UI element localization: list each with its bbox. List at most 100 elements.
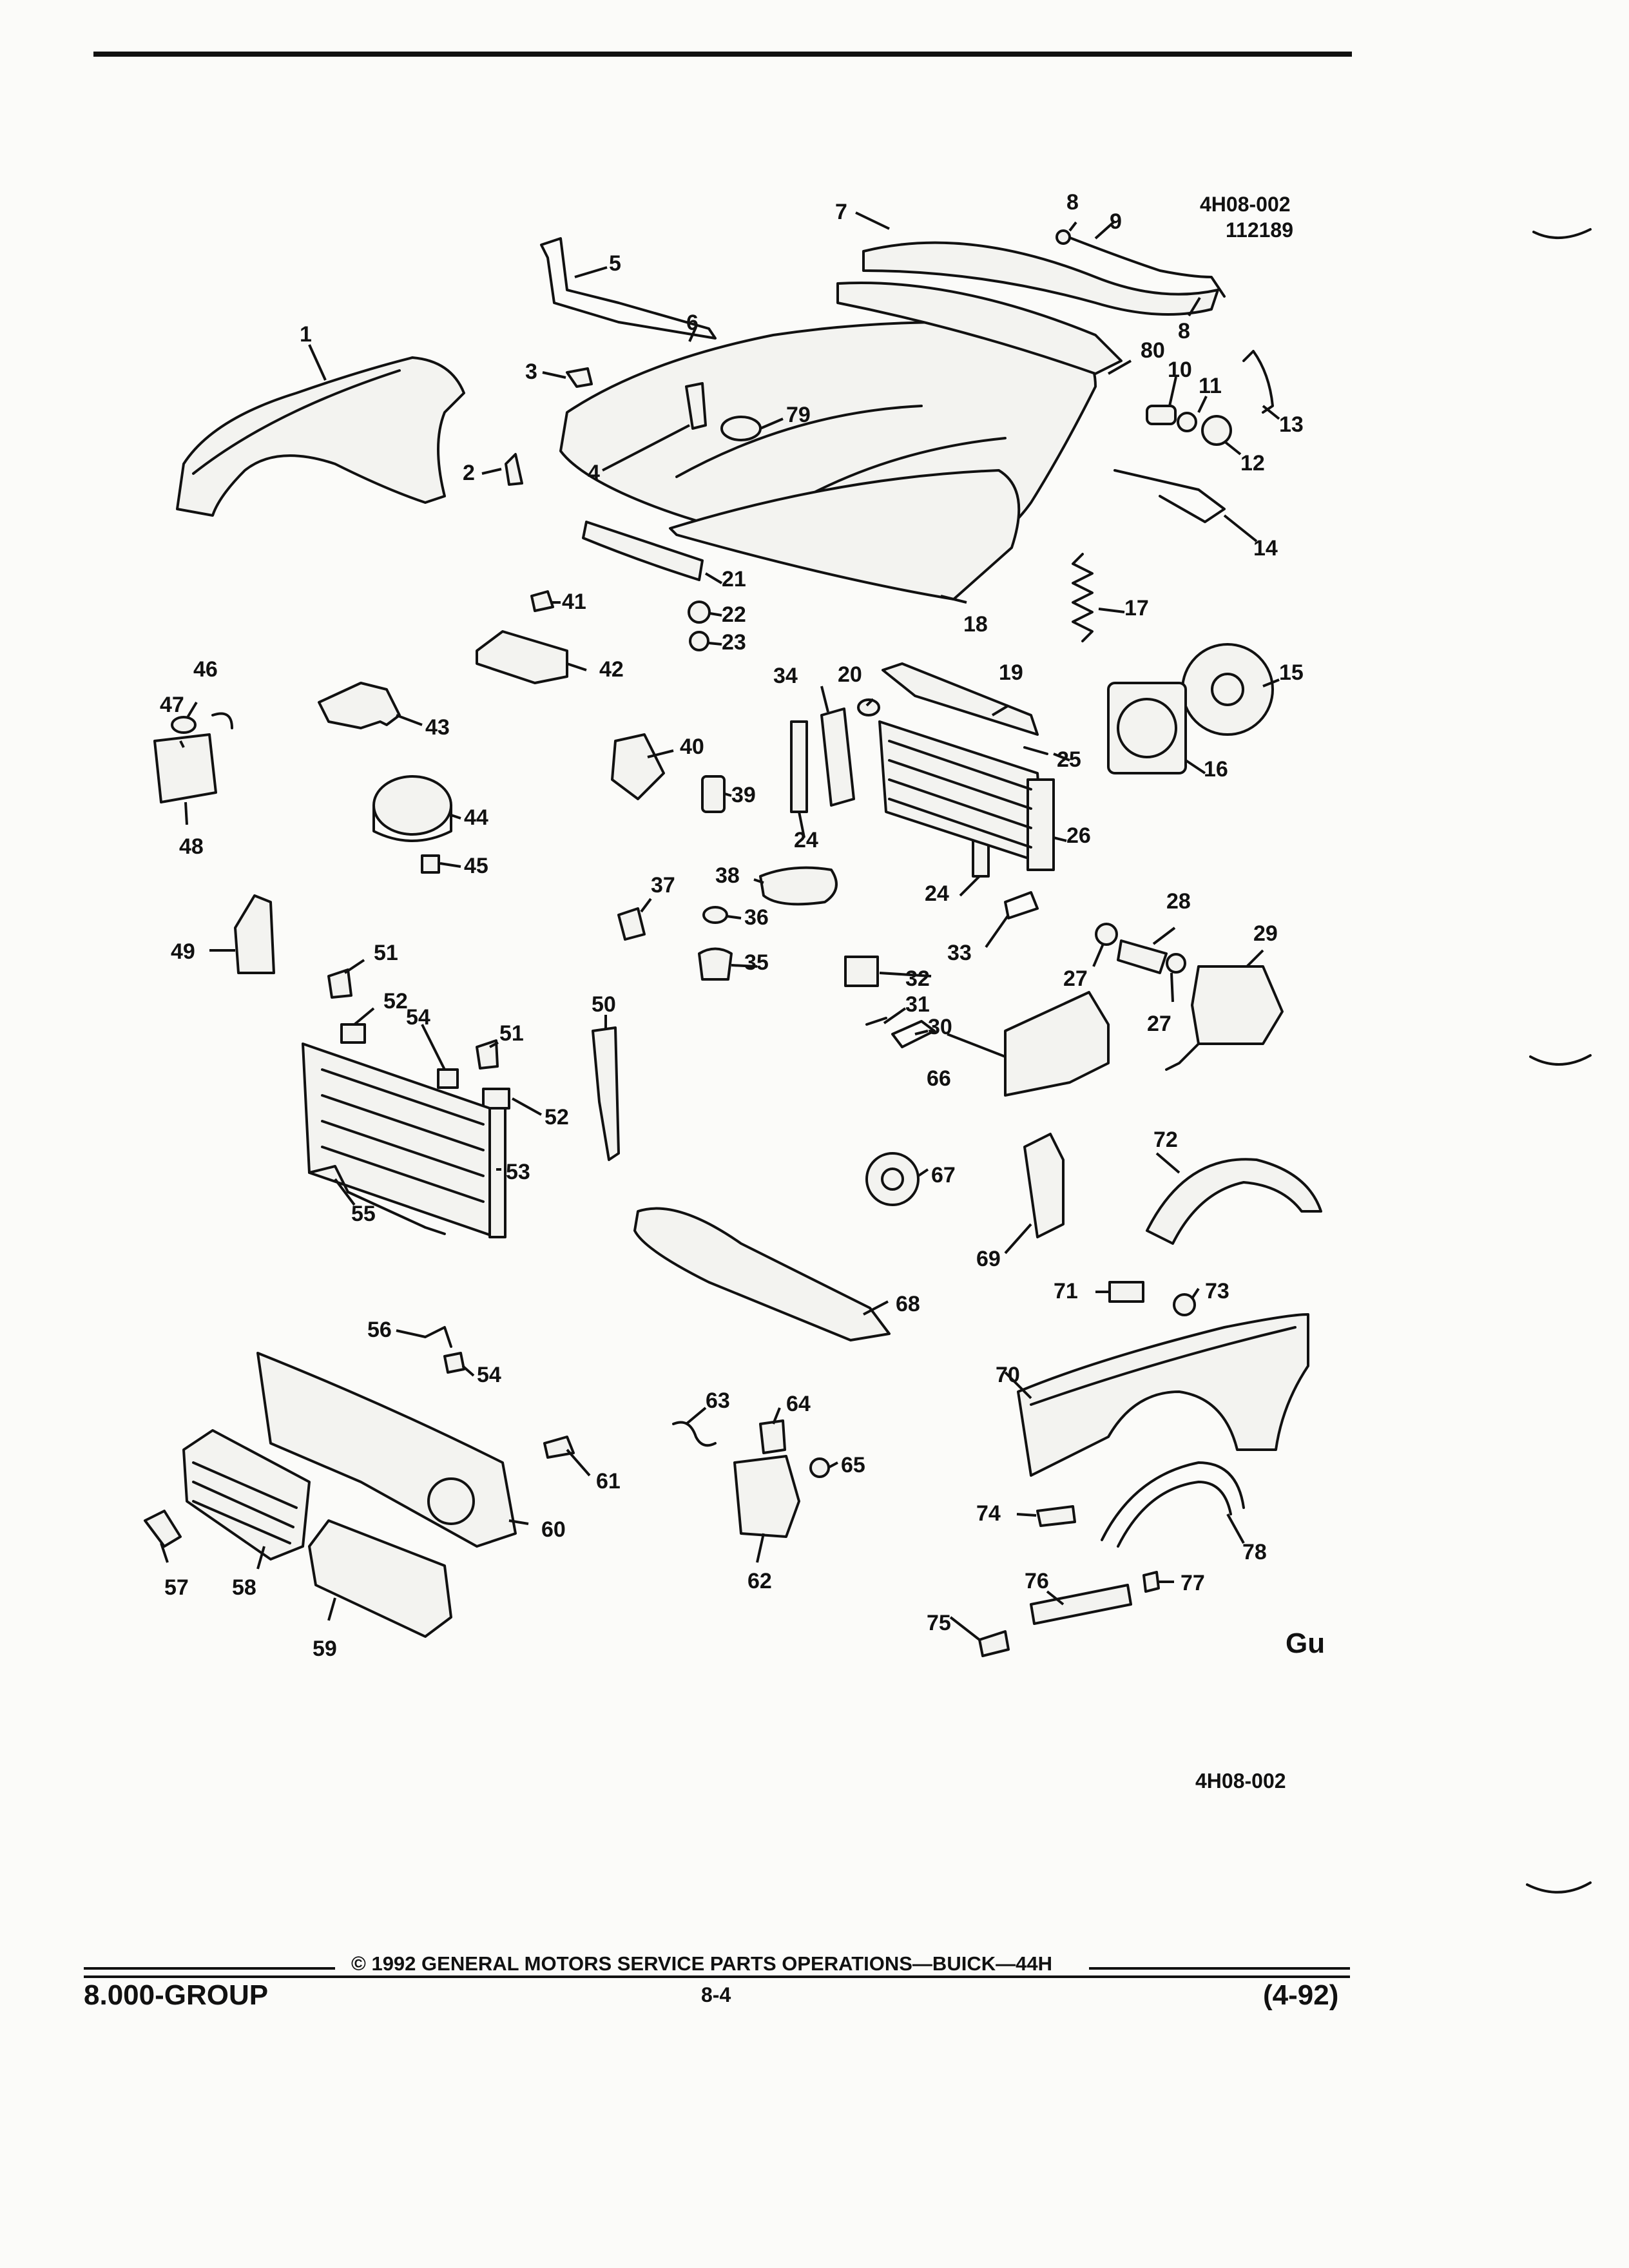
part-46-hose [211, 712, 233, 729]
callout: 75 [927, 1611, 951, 1635]
callout: 10 [1168, 358, 1192, 382]
part-3-clip [566, 367, 593, 388]
callout: 64 [786, 1392, 811, 1416]
callout: 76 [1025, 1569, 1049, 1593]
part-48-reservoir [153, 733, 217, 803]
callout: 9 [1110, 209, 1122, 234]
part-32-bracket [844, 956, 879, 987]
leader-lines [160, 211, 1280, 1641]
part-22-nut [688, 601, 711, 624]
bottom-figure-code: 4H08-002 [1195, 1769, 1286, 1792]
part-38-pad [759, 866, 838, 906]
callout: 56 [367, 1318, 392, 1342]
part-60-grille-support [256, 1352, 517, 1548]
callout: 1 [300, 322, 312, 347]
part-29-reservoir [1191, 965, 1284, 1045]
footer-group: 8.000-GROUP [84, 1979, 269, 2011]
footer-revision: (4-92) [1263, 1979, 1339, 2011]
part-18-insulator [669, 469, 1021, 601]
callout: 24 [794, 828, 818, 852]
part-78-flare [1101, 1461, 1245, 1548]
part-36-grommet [702, 906, 728, 924]
part-54-clip-b [443, 1352, 465, 1374]
callout-labels: 1 2 3 4 5 6 7 8 8 9 10 11 12 13 14 15 16… [160, 190, 1304, 1661]
callout: 16 [1204, 757, 1228, 782]
callout: 69 [976, 1247, 1001, 1271]
part-31-clip [865, 1017, 887, 1026]
callout: 14 [1253, 536, 1278, 561]
part-70-fender [1017, 1313, 1309, 1477]
callout: 36 [744, 905, 769, 930]
part-47-cap [171, 716, 197, 734]
callout: 5 [609, 251, 621, 276]
callout: 11 [1199, 374, 1222, 398]
part-1-fender [176, 356, 465, 517]
part-80-panel [836, 282, 1123, 375]
part-35-bumper [698, 947, 733, 981]
callout: 52 [383, 989, 408, 1014]
callout: 57 [164, 1575, 189, 1600]
part-67-horn [865, 1152, 920, 1206]
part-12-lever [1201, 415, 1232, 446]
part-71-clip [1108, 1281, 1144, 1303]
part-72-liner [1146, 1158, 1322, 1245]
part-51-bracket-a [327, 968, 352, 999]
part-44-canister [372, 775, 452, 836]
footer-copyright: © 1992 GENERAL MOTORS SERVICE PARTS OPER… [351, 1952, 1052, 1975]
callout: 26 [1066, 823, 1091, 848]
part-16-shroud [1107, 682, 1187, 774]
part-39-bumper [701, 775, 726, 813]
part-63-hose [672, 1421, 717, 1447]
callout: 52 [545, 1105, 569, 1129]
callout: 17 [1124, 596, 1149, 620]
part-49-bracket [234, 894, 275, 974]
callout: 78 [1242, 1540, 1267, 1564]
callout: 60 [541, 1517, 566, 1542]
part-57-emblem [144, 1510, 182, 1548]
callout: 47 [160, 693, 184, 717]
callout: 77 [1181, 1571, 1205, 1595]
callout: 42 [599, 657, 624, 682]
callout: 18 [963, 612, 988, 637]
callout: 80 [1141, 338, 1165, 363]
callout: 51 [499, 1021, 524, 1046]
part-30-bracket [891, 1020, 936, 1048]
callout: 33 [947, 941, 972, 965]
callout: 31 [905, 992, 930, 1017]
part-75-clip [978, 1630, 1010, 1657]
part-52-insulator-b [482, 1088, 510, 1110]
part-61-bracket [543, 1436, 575, 1459]
part-66-bracket [1004, 991, 1110, 1097]
callout: 43 [425, 715, 450, 740]
callout: 25 [1057, 747, 1081, 772]
part-34-seal [820, 707, 855, 807]
part-8-clip [1055, 229, 1071, 245]
callout: 22 [722, 602, 746, 627]
callout: 39 [731, 783, 756, 807]
callout: 23 [722, 630, 746, 655]
callout: 53 [506, 1160, 530, 1184]
part-5-hinge [540, 237, 717, 340]
callout: 54 [477, 1363, 501, 1387]
callout: 46 [193, 657, 218, 682]
callout: 4 [588, 461, 600, 485]
callout: 63 [706, 1389, 730, 1413]
part-43-bracket [318, 682, 401, 729]
part-40-bracket [611, 733, 665, 800]
part-51-bracket-b [476, 1039, 499, 1070]
part-27-grommet-b [1166, 953, 1186, 974]
part-10-cable-end [1146, 405, 1177, 425]
callout: 21 [722, 567, 746, 591]
part-69-bracket [1023, 1133, 1065, 1238]
part-55-bracket [308, 1165, 446, 1235]
callout: 19 [999, 660, 1023, 685]
part-20-clip [857, 698, 880, 716]
part-74-clip [1036, 1505, 1076, 1527]
callout: 34 [773, 664, 798, 688]
part-14-release [1113, 469, 1226, 523]
callout: 59 [313, 1637, 337, 1661]
part-64-cap [759, 1419, 786, 1454]
binder-marks [1526, 228, 1592, 1894]
callout: 73 [1205, 1279, 1229, 1303]
callout: 29 [1253, 921, 1278, 946]
